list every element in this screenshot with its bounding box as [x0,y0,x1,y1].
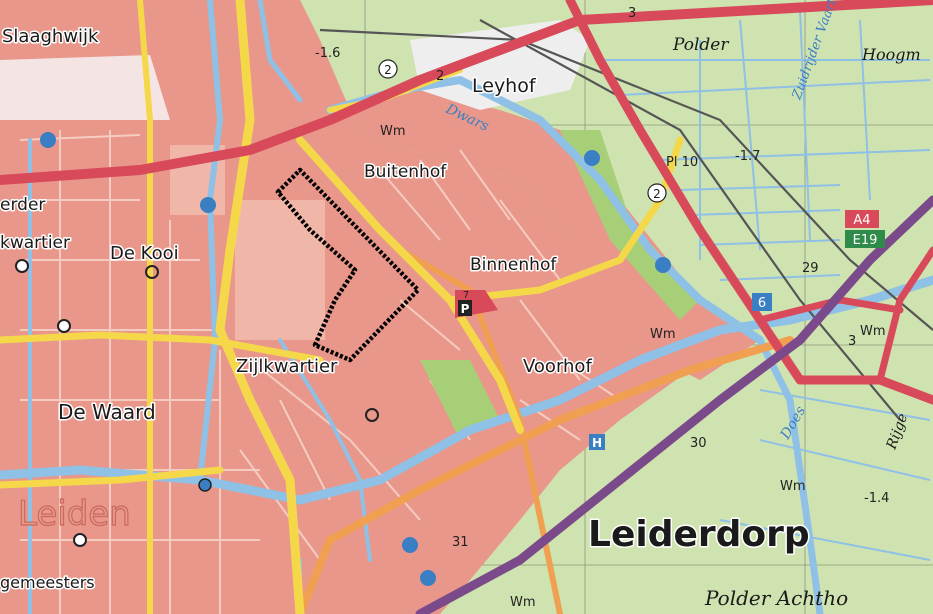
trunk-road-purple [415,195,933,614]
parking-sign: P 7 [455,290,498,318]
svg-text:2: 2 [653,187,661,201]
swimming-pool-icon [40,132,56,148]
svg-text:P: P [461,302,470,316]
route-shield-2c: 2 [647,183,667,203]
route-shield-a4: A4 [845,210,879,228]
label-buitenhof: Buitenhof [364,162,447,182]
agricultural-plot [0,55,170,120]
road-ring-west [215,0,305,614]
swimming-pool-icon [200,197,216,213]
label-erder: erder [0,195,45,215]
church-markers [15,259,379,547]
church-icon [15,259,29,273]
label-leiderdorp: Leiderdorp [588,514,810,555]
small-annotations: -1.6 -1.7 -1.4 Pl 10 Wm Wm Wm Wm Wm 29 3… [315,6,889,610]
church-icon [73,533,87,547]
label-wm: Wm [510,595,536,610]
route-shield-e19: E19 [845,230,885,248]
leyhof-open-area [410,20,590,110]
river-does [756,336,824,614]
label-leiden: Leiden [18,494,131,534]
canal-north [257,0,303,103]
elevation-label: -1.6 [315,46,340,61]
road-horizontal-west [0,331,324,364]
label-wm: Wm [860,324,886,339]
church-icon [365,408,379,422]
label-gemeesters: gemeesters [0,573,95,592]
label-kwartier: kwartier [0,233,70,253]
svg-text:2: 2 [384,63,392,77]
label-de-kooi: De Kooi [110,243,179,264]
exit-number-6: 6 [752,293,772,311]
railway-lines [319,19,933,421]
label-slaaghwijk: Slaaghwijk [2,26,99,47]
svg-text:A4: A4 [853,213,870,228]
church-icon [145,265,159,279]
label-binnenhof: Binnenhof [470,255,557,275]
svg-text:7: 7 [463,290,469,301]
secondary-roads [296,247,794,614]
label-number: 31 [452,535,469,550]
svg-text:2: 2 [436,69,444,84]
road-west-vertical-2 [137,0,153,614]
route-shield-2a: 2 [378,59,398,79]
label-polder-achthoven: Polder Achtho [704,586,848,610]
svg-text:E19: E19 [853,233,878,248]
label-wm: Wm [380,124,406,139]
label-hoogm: Hoogm [861,45,921,64]
motorway-a4 [565,0,933,405]
highlighted-area-outline[interactable] [275,167,421,363]
label-de-waard: De Waard [58,400,156,424]
polder-ditches [600,9,931,561]
station-icon [198,478,212,492]
label-zijlkwartier: Zijlkwartier [236,356,338,377]
label-voorhof: Voorhof [523,356,592,377]
swimming-pool-icon [402,537,418,553]
label-number: 3 [628,6,636,21]
elevation-label: -1.4 [864,491,889,506]
swimming-pool-icon [420,570,436,586]
urban-area-leiderdorp [350,90,760,380]
swimming-pool-markers [40,132,671,586]
label-leyhof: Leyhof [472,75,537,97]
label-wm: Wm [780,479,806,494]
label-pl10: Pl 10 [666,155,698,170]
road-bottom-west [0,466,224,489]
label-number: 3 [848,334,856,349]
svg-text:6: 6 [758,296,766,311]
motorway-a4-north [876,246,933,384]
elevation-label: -1.7 [735,149,760,164]
label-number: 30 [690,436,707,451]
label-number: 29 [802,261,819,276]
swimming-pool-icon [655,257,671,273]
hospital-sign: H [589,434,605,450]
label-polder: Polder [672,35,729,55]
label-wm: Wm [650,327,676,342]
place-labels: Slaaghwijk Leyhof 2 Polder Hoogm Buitenh… [0,25,921,611]
svg-text:H: H [592,436,602,450]
church-icon [57,319,71,333]
swimming-pool-icon [584,150,600,166]
